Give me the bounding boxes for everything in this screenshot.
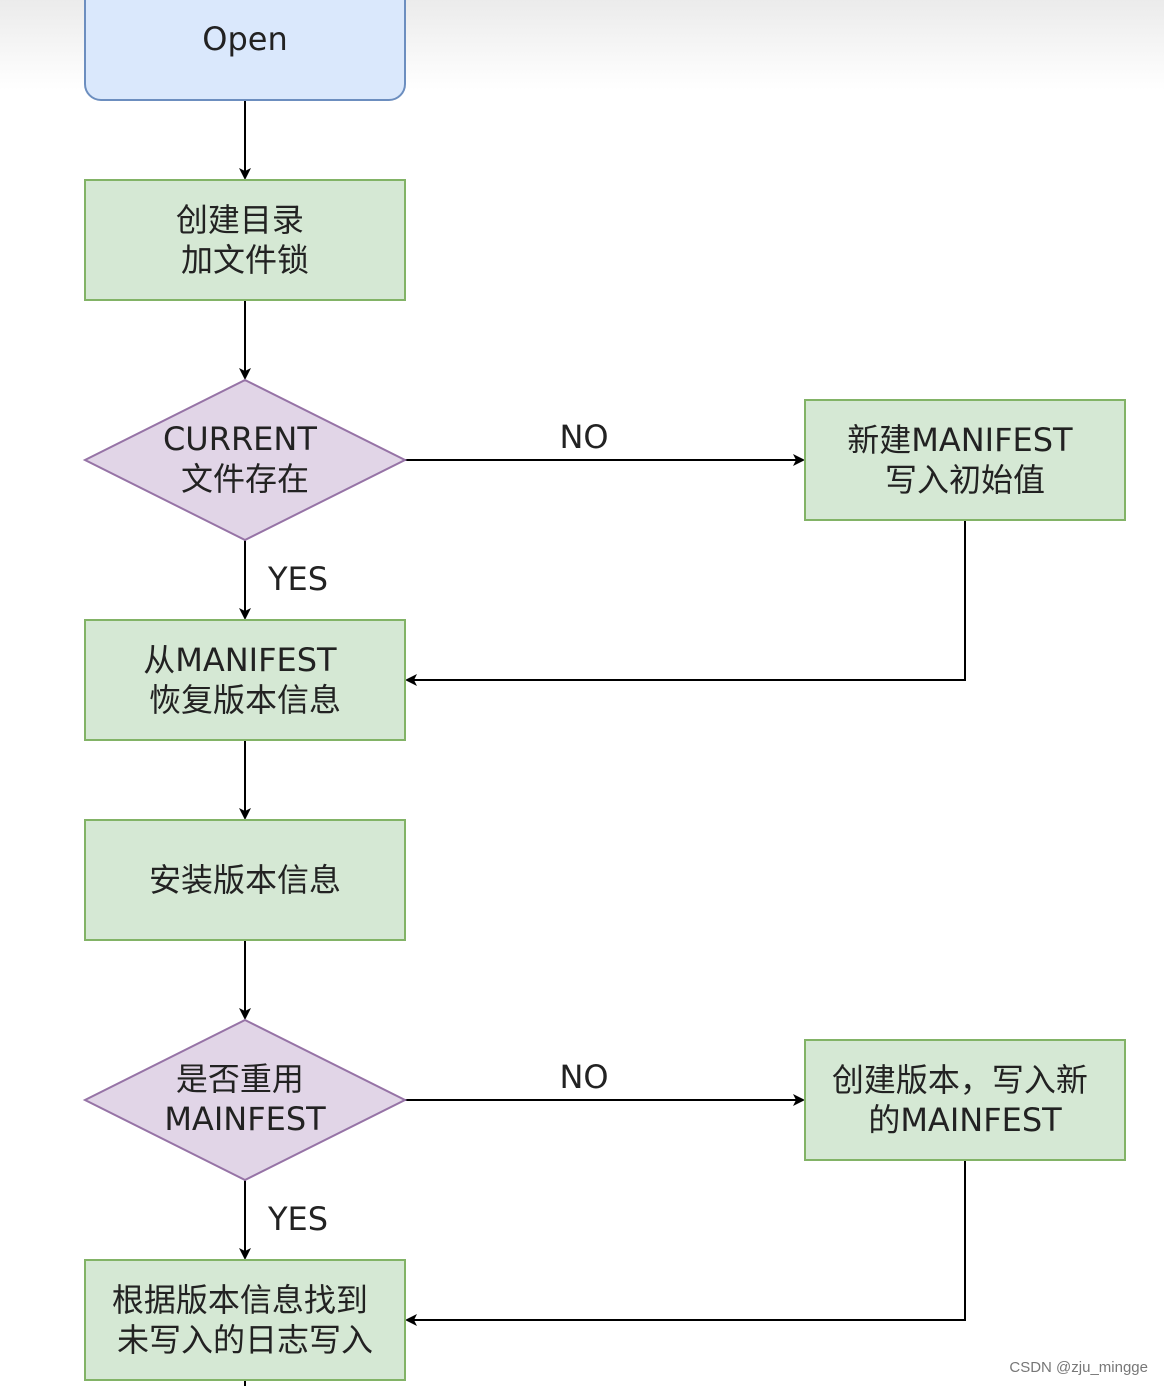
- node-find-logs-line-2: 未写入的日志写入: [117, 1321, 373, 1359]
- node-create-dir-line-2: 加文件锁: [181, 241, 309, 279]
- svg-text:新建MANIFEST 写入初始值: 新建MANIFEST 写入初始值: [847, 421, 1083, 499]
- node-find-logs: 根据版本信息找到 未写入的日志写入: [84, 1259, 406, 1381]
- edge-create-version-to-find-logs: [405, 1160, 966, 1326]
- node-open: Open: [84, 0, 406, 101]
- node-install-shape: [84, 819, 406, 941]
- node-open-line-1: Open: [202, 20, 287, 58]
- node-new-manifest-line-1: 新建MANIFEST: [847, 421, 1073, 459]
- node-current-exists-line-2: 文件存在: [181, 460, 309, 498]
- svg-text:从MANIFEST 恢复版本信息: 从MANIFEST 恢复版本信息: [143, 641, 347, 719]
- node-install: 安装版本信息: [84, 819, 406, 941]
- node-install-line-1: 安装版本信息: [149, 861, 341, 899]
- edge-label-no-1: NO: [559, 418, 608, 456]
- node-current-exists: CURRENT 文件存在: [82, 378, 408, 542]
- node-find-logs-line-1: 根据版本信息找到: [112, 1281, 368, 1319]
- node-new-manifest: 新建MANIFEST 写入初始值: [804, 399, 1126, 521]
- svg-text:CURRENT 文件存在: CURRENT 文件存在: [163, 420, 327, 498]
- edge-label-yes-2: YES: [267, 1200, 328, 1238]
- svg-text:创建版本，写入新 的MAINFEST: 创建版本，写入新 的MAINFEST: [832, 1061, 1098, 1139]
- node-current-exists-line-1: CURRENT: [163, 420, 317, 458]
- svg-text:根据版本信息找到 未写入的日志写入: 根据版本信息找到 未写入的日志写入: [112, 1281, 378, 1359]
- node-create-version: 创建版本，写入新 的MAINFEST: [804, 1039, 1126, 1161]
- edge-label-yes-1: YES: [267, 560, 328, 598]
- watermark: CSDN @zju_mingge: [1009, 1359, 1148, 1376]
- node-create-version-shape: [804, 1039, 1126, 1161]
- svg-text:安装版本信息: 安装版本信息: [149, 861, 341, 899]
- node-new-manifest-line-2: 写入初始值: [885, 461, 1045, 499]
- node-create-dir: 创建目录 加文件锁: [84, 179, 406, 301]
- node-create-dir-shape: [84, 179, 406, 301]
- node-create-version-line-2: 的MAINFEST: [868, 1101, 1062, 1139]
- edge-new-manifest-to-recover: [405, 520, 966, 686]
- node-open-shape: [84, 0, 406, 101]
- node-create-dir-line-1: 创建目录: [176, 201, 304, 239]
- edges: [239, 100, 966, 1386]
- node-reuse-line-1: 是否重用: [176, 1060, 304, 1098]
- node-recover-line-1: 从MANIFEST: [143, 641, 337, 679]
- node-recover: 从MANIFEST 恢复版本信息: [84, 619, 406, 741]
- node-reuse: 是否重用 MAINFEST: [82, 1018, 408, 1182]
- svg-text:是否重用 MAINFEST: 是否重用 MAINFEST: [164, 1060, 326, 1138]
- node-new-manifest-shape: [804, 399, 1126, 521]
- edge-label-no-2: NO: [559, 1058, 608, 1096]
- svg-text:Open: Open: [202, 20, 287, 58]
- node-recover-shape: [84, 619, 406, 741]
- node-recover-line-2: 恢复版本信息: [149, 681, 341, 719]
- node-find-logs-shape: [84, 1259, 406, 1381]
- node-create-version-line-1: 创建版本，写入新: [832, 1061, 1088, 1099]
- node-reuse-shape: [82, 1018, 408, 1182]
- node-current-exists-shape: [82, 378, 408, 542]
- svg-text:创建目录 加文件锁: 创建目录 加文件锁: [176, 201, 314, 279]
- node-reuse-line-2: MAINFEST: [164, 1100, 326, 1138]
